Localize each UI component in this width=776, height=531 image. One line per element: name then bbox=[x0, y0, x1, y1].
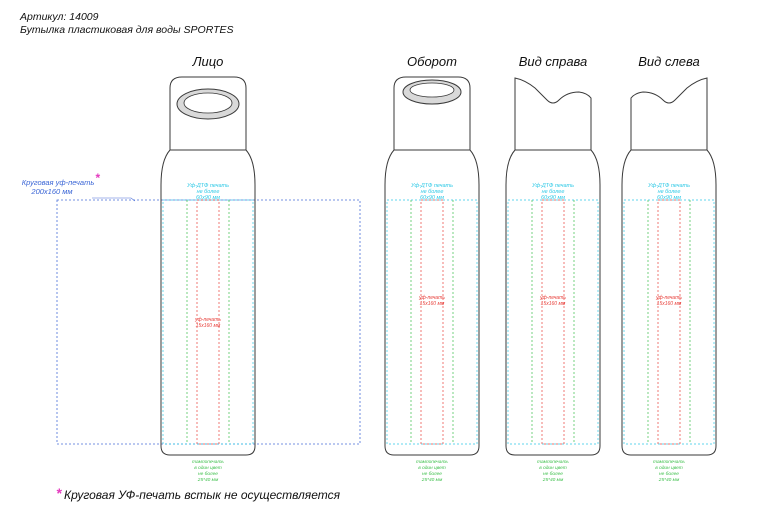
dtf-label-line3: 60х90 мм bbox=[541, 195, 565, 201]
bottle-cap-side-left-icon bbox=[630, 77, 708, 151]
wrap-print-leader bbox=[92, 197, 136, 202]
uv-print-zone bbox=[420, 199, 444, 445]
bottle-view-right: Вид справа Уф-ДТФ печать не более 60х90 … bbox=[505, 54, 601, 483]
dtf-label-line3: 60х90 мм bbox=[657, 195, 681, 201]
bottle-body bbox=[160, 149, 256, 456]
pad-label-line4: 25*40 мм bbox=[542, 477, 564, 483]
footnote-text: Круговая УФ-печать встык не осуществляет… bbox=[64, 488, 341, 502]
dtf-label-line2: не более bbox=[542, 189, 565, 195]
pad-label-line4: 25*40 мм bbox=[197, 477, 219, 483]
dtf-label-line1: Уф-ДТФ печать bbox=[531, 183, 574, 189]
uv-label-line1: уф-печать bbox=[418, 295, 445, 301]
bottle-view-back: Оборот Уф-ДТФ печать не более 60х90 мм у… bbox=[384, 54, 480, 483]
bottle-body bbox=[621, 149, 717, 456]
article-number: Артикул: 14009 bbox=[19, 11, 99, 23]
wrap-print-star: * bbox=[95, 171, 101, 185]
uv-print-zone bbox=[657, 199, 681, 445]
pad-label-line4: 25*40 мм bbox=[421, 477, 443, 483]
bottle-body bbox=[505, 149, 601, 456]
view-title: Оборот bbox=[407, 54, 457, 69]
dtf-label-line1: Уф-ДТФ печать bbox=[186, 183, 229, 189]
bottle-view-left: Вид слева Уф-ДТФ печать не более 60х90 м… bbox=[621, 54, 717, 483]
uv-label-line2: 15х160 мм bbox=[420, 301, 445, 307]
bottle-cap-loop-icon bbox=[169, 76, 247, 151]
dtf-label-line1: Уф-ДТФ печать bbox=[410, 183, 453, 189]
pad-label-line3: не более bbox=[198, 471, 218, 477]
wrap-print-size: 200х160 мм bbox=[30, 187, 72, 196]
dtf-label-line2: не более bbox=[421, 189, 444, 195]
pad-label-line1: тампопечать bbox=[653, 460, 685, 465]
view-title: Лицо bbox=[192, 54, 224, 69]
pad-label-line1: тампопечать bbox=[537, 460, 569, 465]
view-title: Вид справа bbox=[519, 54, 588, 69]
wrap-print-area bbox=[56, 199, 361, 445]
wrap-print-label: Круговая уф-печать bbox=[22, 178, 95, 187]
dtf-print-zone bbox=[623, 199, 715, 445]
bottle-cap-loop-back-icon bbox=[393, 76, 471, 151]
bottle-body bbox=[384, 149, 480, 456]
uv-label-line1: уф-печать bbox=[655, 295, 682, 301]
dtf-label-line1: Уф-ДТФ печать bbox=[647, 183, 690, 189]
pad-label-line2: в один цвет bbox=[194, 465, 222, 471]
uv-label-line2: 15х160 мм bbox=[196, 323, 221, 329]
dtf-print-zone bbox=[386, 199, 478, 445]
dtf-print-zone bbox=[162, 199, 254, 445]
dtf-label-line2: не более bbox=[658, 189, 681, 195]
dtf-label-line3: 60х90 мм bbox=[196, 195, 220, 201]
uv-print-zone bbox=[541, 199, 565, 445]
pad-label-line1: тампопечать bbox=[416, 460, 448, 465]
uv-label-line2: 15х160 мм bbox=[541, 301, 566, 307]
pad-label-line2: в один цвет bbox=[418, 465, 446, 471]
uv-print-zone bbox=[196, 199, 220, 445]
pad-label-line3: не более bbox=[659, 471, 679, 477]
pad-label-line2: в один цвет bbox=[539, 465, 567, 471]
pad-label-line3: не более bbox=[543, 471, 563, 477]
view-title: Вид слева bbox=[638, 54, 700, 69]
uv-label-line2: 15х160 мм bbox=[657, 301, 682, 307]
dtf-label-line3: 60х90 мм bbox=[420, 195, 444, 201]
pad-label-line3: не более bbox=[422, 471, 442, 477]
pad-label-line4: 25*40 мм bbox=[658, 477, 680, 483]
uv-label-line1: уф-печать bbox=[194, 317, 221, 323]
pad-label-line2: в один цвет bbox=[655, 465, 683, 471]
pad-label-line1: тампопечать bbox=[192, 460, 224, 465]
product-name: Бутылка пластиковая для воды SPORTES bbox=[20, 24, 234, 36]
dtf-label-line2: не более bbox=[197, 189, 220, 195]
uv-label-line1: уф-печать bbox=[539, 295, 566, 301]
bottle-cap-side-right-icon bbox=[514, 77, 592, 151]
footnote-star: * bbox=[56, 485, 62, 501]
dtf-print-zone bbox=[507, 199, 599, 445]
bottle-view-front: Лицо Уф-ДТФ печать не более 60х90 мм уф-… bbox=[160, 54, 256, 483]
